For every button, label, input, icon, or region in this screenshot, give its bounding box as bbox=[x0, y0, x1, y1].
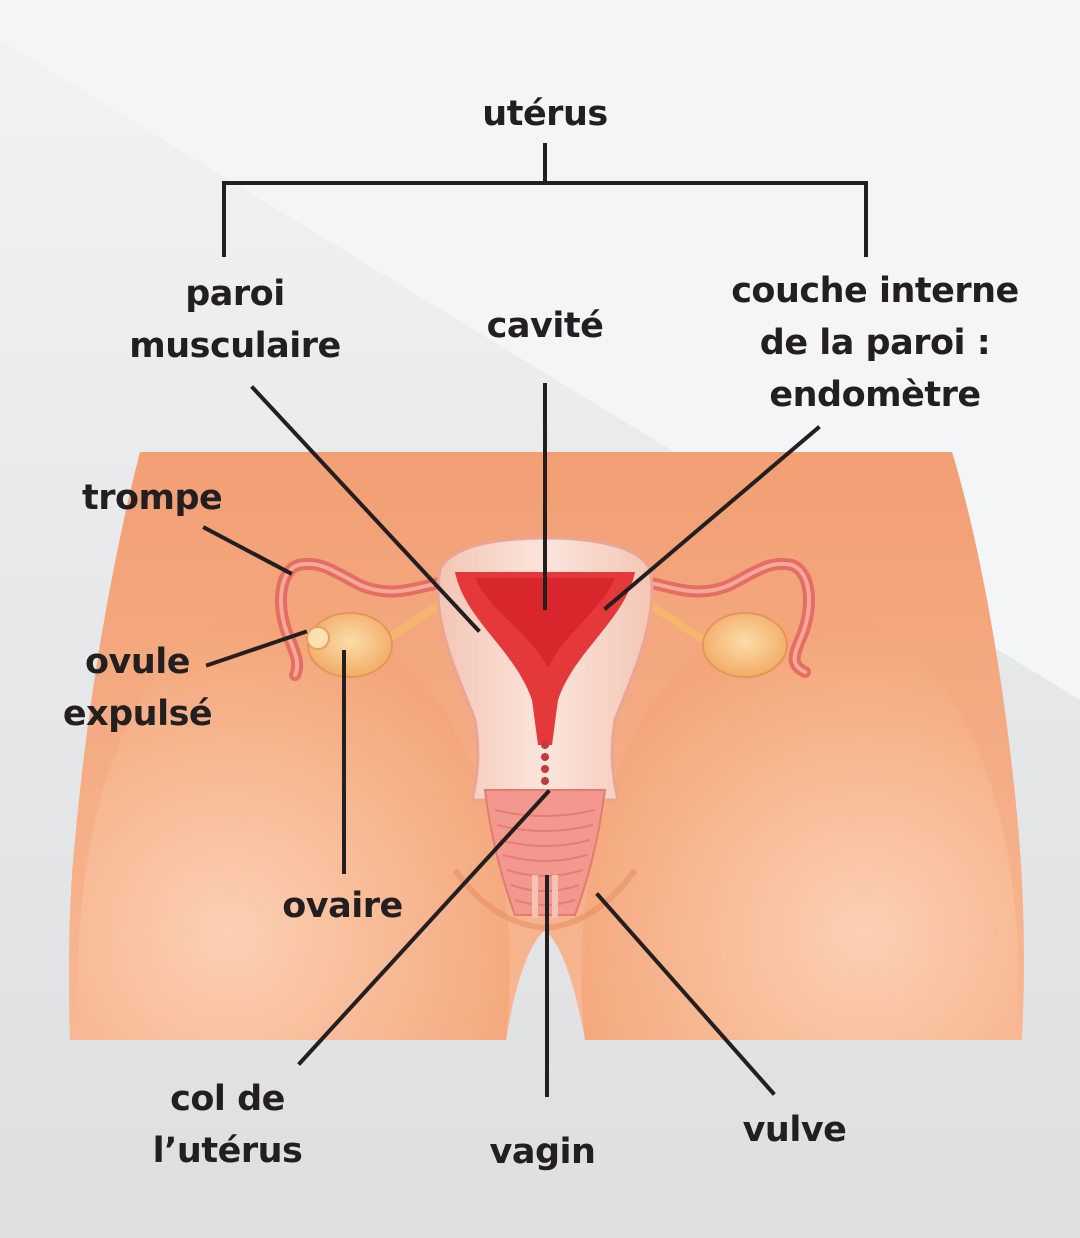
ovule-leader bbox=[205, 629, 308, 668]
trompe-leader bbox=[202, 525, 293, 576]
right-tube-highlight bbox=[633, 561, 811, 674]
label-paroi-line2: musculaire bbox=[129, 326, 341, 366]
label-col-line1: col de bbox=[170, 1079, 285, 1119]
vaginal-opening bbox=[532, 875, 558, 918]
label-cavite: cavité bbox=[486, 306, 604, 346]
right-ovary bbox=[702, 612, 788, 678]
label-vulve: vulve bbox=[742, 1110, 847, 1150]
label-ovule-expulse: ovule expulsé bbox=[55, 636, 220, 740]
label-trompe: trompe bbox=[82, 478, 223, 518]
label-uterus: utérus bbox=[482, 94, 608, 134]
label-couche-line3: endomètre bbox=[769, 375, 981, 415]
label-ovaire: ovaire bbox=[282, 886, 403, 926]
label-couche-interne: couche interne de la paroi : endomètre bbox=[715, 265, 1035, 421]
left-thigh bbox=[77, 607, 510, 1040]
vulve-leader bbox=[595, 892, 776, 1096]
right-thigh bbox=[581, 607, 1018, 1040]
label-vagin: vagin bbox=[489, 1132, 596, 1172]
left-tube-highlight bbox=[279, 561, 457, 677]
expelled-ovum bbox=[306, 626, 330, 650]
label-paroi-musculaire: paroi musculaire bbox=[105, 268, 365, 372]
vagina bbox=[483, 789, 607, 916]
label-col-line2: l’utérus bbox=[152, 1131, 303, 1171]
left-ovary bbox=[307, 612, 393, 678]
endometre-leader bbox=[603, 425, 821, 611]
label-paroi-line1: paroi bbox=[185, 274, 285, 314]
label-col-uterus: col de l’utérus bbox=[130, 1073, 325, 1177]
label-ovule-line1: ovule bbox=[84, 642, 191, 682]
cavity-inner bbox=[475, 578, 615, 668]
paroi-leader bbox=[250, 385, 481, 633]
label-couche-line2: de la paroi : bbox=[759, 323, 991, 363]
label-ovule-line2: expulsé bbox=[62, 694, 213, 734]
uterus-bracket bbox=[222, 143, 868, 257]
label-couche-line1: couche interne bbox=[731, 271, 1019, 311]
col-leader bbox=[297, 789, 551, 1066]
